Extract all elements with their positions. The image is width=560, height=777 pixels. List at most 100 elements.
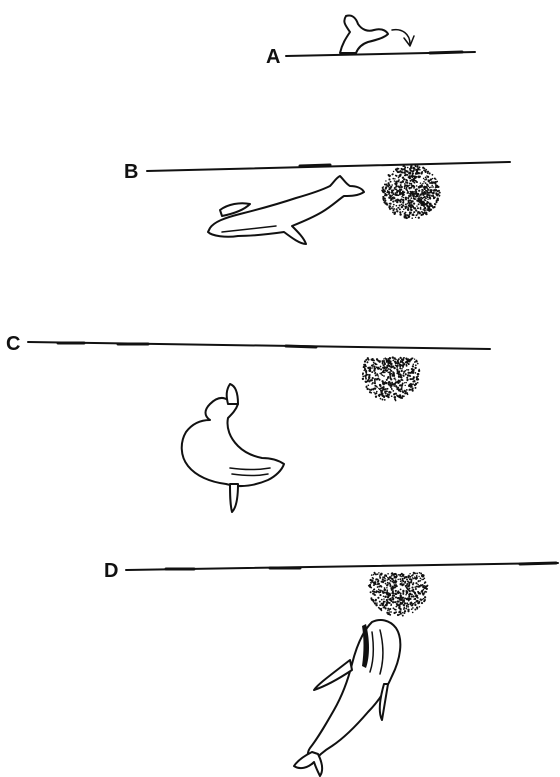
prey-dot [417, 591, 419, 593]
prey-dot [408, 385, 410, 387]
prey-dot [368, 585, 370, 587]
prey-dot [409, 195, 411, 197]
prey-dot [402, 211, 403, 212]
prey-dot [395, 175, 397, 177]
prey-dot [400, 184, 402, 186]
prey-dot [397, 387, 399, 389]
prey-dot [397, 614, 399, 616]
prey-dot [386, 599, 388, 601]
prey-dot [421, 191, 423, 193]
prey-dot [392, 586, 394, 588]
prey-dot [387, 584, 389, 586]
prey-dot [416, 572, 418, 574]
prey-dot [391, 395, 393, 397]
prey-dot [375, 396, 377, 398]
prey-dot [411, 604, 413, 606]
prey-dot [418, 369, 420, 371]
prey-dot [405, 207, 407, 209]
prey-dot [412, 194, 414, 196]
prey-dot [402, 380, 403, 381]
prey-dot [424, 186, 426, 188]
prey-dot [391, 195, 393, 197]
prey-dot [395, 606, 397, 608]
prey-dot [377, 368, 379, 370]
prey-dot [411, 217, 413, 219]
prey-dot [371, 371, 373, 373]
prey-dot [403, 604, 405, 606]
prey-dot [391, 604, 392, 605]
prey-dot [391, 596, 393, 598]
prey-dot [396, 210, 398, 212]
prey-dot [411, 209, 413, 211]
prey-dot [372, 579, 374, 581]
prey-dot [403, 178, 405, 180]
prey-dot [385, 184, 387, 186]
prey-dot [416, 586, 418, 588]
prey-dot [412, 612, 414, 614]
prey-dot [402, 593, 404, 595]
prey-dot [427, 185, 429, 187]
prey-dot [383, 200, 385, 202]
prey-dot [421, 599, 423, 601]
prey-dot [363, 370, 365, 372]
prey-dot [406, 174, 408, 176]
prey-dot [412, 378, 414, 380]
prey-dot [435, 184, 436, 185]
prey-dot [378, 585, 380, 587]
prey-dot [372, 599, 374, 601]
prey-dot [415, 387, 417, 389]
prey-dot [415, 193, 417, 195]
prey-dot [416, 600, 418, 602]
prey-dot [406, 369, 408, 371]
prey-dot [387, 609, 389, 611]
prey-dot [380, 586, 382, 588]
prey-dot [392, 598, 394, 600]
panel-a: A [266, 15, 475, 68]
prey-dot [396, 205, 398, 207]
prey-dot [411, 177, 413, 179]
prey-dot [431, 189, 433, 191]
prey-dot [407, 203, 408, 204]
prey-dot [386, 192, 388, 194]
prey-dot [423, 178, 424, 179]
prey-dot [402, 180, 404, 182]
prey-dot [382, 187, 384, 189]
prey-dot [373, 589, 375, 591]
prey-dot [379, 590, 381, 592]
prey-dot [403, 215, 405, 217]
prey-dot [400, 397, 402, 399]
prey-dot [401, 188, 403, 190]
prey-dot [422, 593, 424, 595]
panel-b-prey-patch [381, 165, 440, 219]
prey-dot [423, 578, 425, 580]
prey-dot [424, 170, 426, 172]
prey-dot [423, 181, 425, 183]
prey-dot [405, 175, 407, 177]
prey-dot [413, 364, 415, 366]
prey-dot [429, 182, 431, 184]
prey-dot [412, 577, 414, 579]
prey-dot [399, 174, 401, 176]
prey-dot [427, 171, 429, 173]
prey-dot [415, 588, 417, 590]
prey-dot [386, 587, 388, 589]
prey-dot [397, 207, 399, 209]
prey-dot [394, 194, 396, 196]
prey-dot [426, 190, 428, 192]
prey-dot [395, 590, 397, 592]
prey-dot [365, 370, 367, 372]
prey-dot [400, 388, 402, 390]
prey-dot [369, 379, 371, 381]
prey-dot [406, 606, 408, 608]
prey-dot [423, 196, 425, 198]
prey-dot [411, 387, 413, 389]
panel-d-prey-patch [368, 572, 429, 617]
prey-dot [389, 375, 391, 377]
prey-dot [390, 363, 392, 365]
prey-dot [392, 601, 394, 603]
prey-dot [428, 180, 430, 182]
panel-c-whale [182, 398, 284, 486]
prey-dot [402, 395, 403, 396]
panel-c-tail-fluke [227, 384, 238, 404]
prey-dot [425, 176, 427, 178]
